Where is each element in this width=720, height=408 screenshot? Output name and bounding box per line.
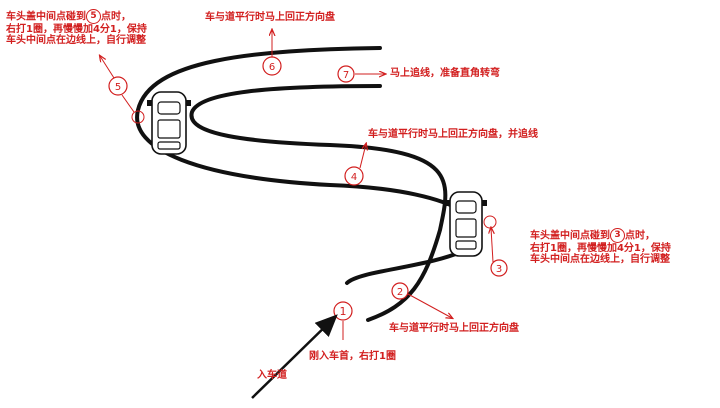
arrow-step-3 [491,228,493,263]
step-1-number: 1 [340,305,347,318]
step-4-label: 车与道平行时马上回正方向盘，并追线 [368,129,538,140]
step-5-inline-number: 5 [86,9,101,24]
step-2-label: 车与道平行时马上回正方向盘 [389,323,519,334]
step-marker-5: 5 [108,76,128,96]
step-6-label: 车与道平行时马上回正方向盘 [205,12,335,23]
svg-text:7: 7 [343,70,349,81]
car-lower [445,191,487,257]
step-marker-4: 4 [344,166,364,186]
arrow-step-5 [100,56,115,79]
arrow-step-4 [359,144,366,169]
arrow-step-2 [407,293,452,318]
step-marker-6: 6 [262,56,282,76]
contact-point-3 [483,215,497,229]
step-marker-2: 2 [391,282,409,300]
step-marker-1: 1 [333,301,353,321]
step-marker-7: 7 [337,65,355,83]
entry-arrow [251,314,338,399]
inner-road-line [189,84,448,322]
step-3-inline-number: 3 [610,228,625,243]
entry-lane-label: 入车道 [257,370,287,381]
svg-text:4: 4 [351,172,357,183]
svg-text:6: 6 [269,62,275,73]
step-7-label: 马上追线，准备直角转弯 [390,68,500,79]
arrow-step-5b [121,94,135,113]
step-marker-3: 3 [490,259,508,277]
contact-point-5 [131,110,145,124]
svg-text:5: 5 [115,82,121,93]
svg-text:2: 2 [397,287,403,298]
svg-text:3: 3 [496,264,502,275]
car-upper [147,91,191,155]
step-1-label: 刚入车首，右打1圈 [309,351,396,362]
